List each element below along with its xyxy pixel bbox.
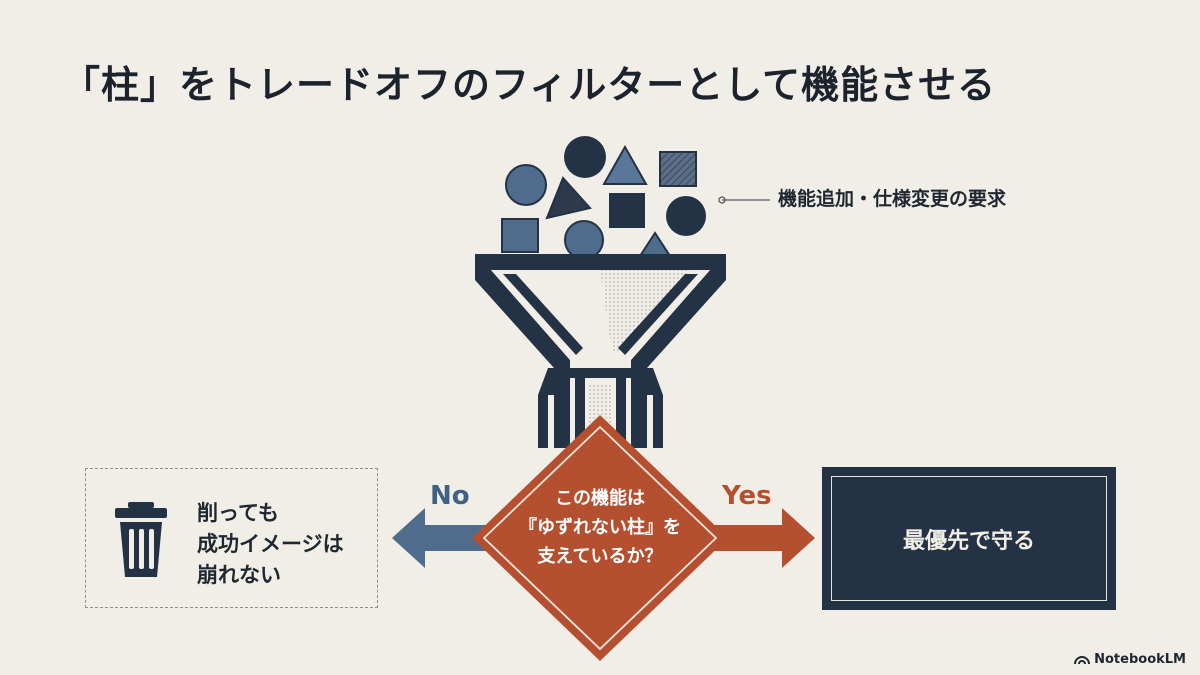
square-shape-navy <box>609 193 645 228</box>
square-shape-outlined <box>501 218 539 253</box>
triangle-shape-small <box>638 231 672 257</box>
page-title: 「柱」をトレードオフのフィルターとして機能させる <box>62 63 997 107</box>
decision-line-2: 『ゆずれない柱』を <box>519 517 681 538</box>
circle-shape-blue <box>505 164 547 206</box>
discard-text: 削っても 成功イメージは 崩れない <box>197 498 344 591</box>
discard-line-3: 崩れない <box>197 563 281 587</box>
priority-text: 最優先で守る <box>902 528 1035 554</box>
square-shape-hatched <box>659 151 697 187</box>
notebooklm-icon <box>1074 656 1091 665</box>
circle-shape-small <box>564 220 604 260</box>
brand-name: NotebookLM <box>1094 652 1186 667</box>
triangle-shape-blue <box>602 144 648 185</box>
triangle-shape-navy <box>545 176 592 220</box>
priority-box: 最優先で守る <box>822 467 1116 610</box>
trash-can-icon <box>115 502 167 577</box>
discard-line-1: 削っても <box>197 501 279 525</box>
discard-line-2: 成功イメージは <box>197 532 344 556</box>
decision-question: この機能は 『ゆずれない柱』を 支えているか？ <box>505 484 695 571</box>
request-shapes <box>501 136 706 260</box>
request-label: 機能追加・仕様変更の要求 <box>778 188 1007 210</box>
funnel-icon <box>475 254 726 448</box>
circle-shape-dark <box>666 196 706 236</box>
decision-line-3: 支えているか？ <box>537 546 663 567</box>
no-label: No <box>430 481 470 511</box>
request-leader-dot <box>718 196 726 204</box>
decision-line-1: この機能は <box>555 488 645 509</box>
brand-logo: NotebookLM <box>1074 652 1186 667</box>
circle-shape-navy <box>564 136 606 178</box>
priority-inner-border: 最優先で守る <box>831 476 1107 601</box>
yes-label: Yes <box>722 481 772 511</box>
discard-box <box>85 468 378 608</box>
decision-diamond <box>472 415 728 661</box>
